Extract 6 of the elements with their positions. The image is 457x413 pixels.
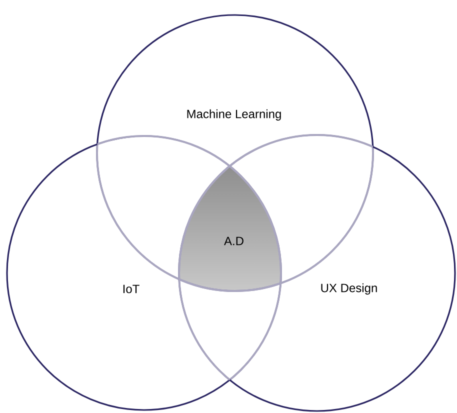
venn-circle <box>6 135 282 411</box>
circle-label: IoT <box>123 284 140 294</box>
venn-circle <box>178 134 456 412</box>
circle-label: UX Design <box>321 283 377 295</box>
circle-label: Machine Learning <box>187 109 281 121</box>
overlap-region: A.D <box>179 136 281 291</box>
